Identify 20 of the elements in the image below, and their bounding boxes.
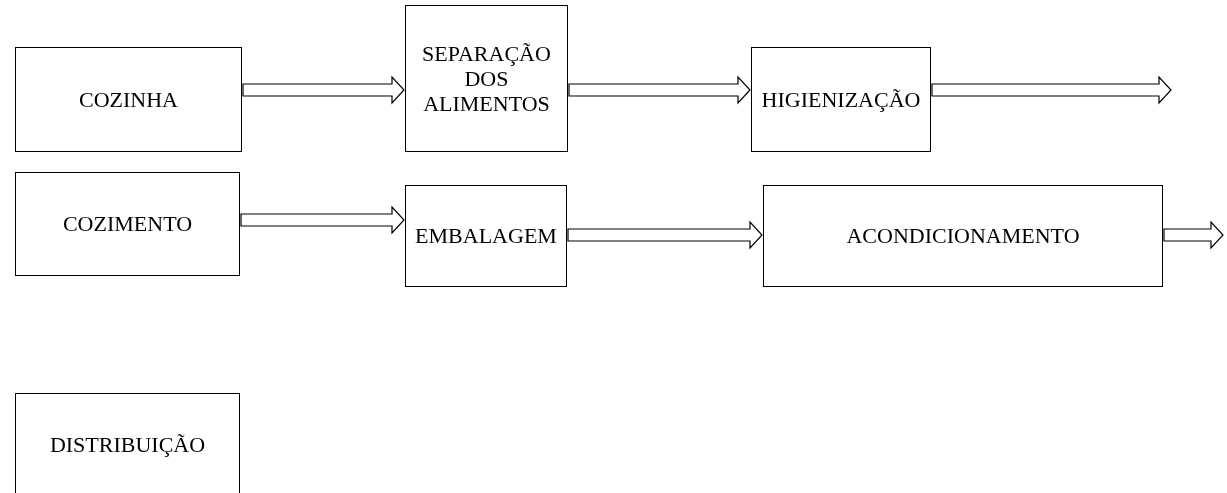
block-arrow (568, 75, 751, 105)
block-arrow (567, 220, 763, 250)
process-box (15, 47, 242, 152)
block-arrow (1163, 220, 1224, 250)
box-label: COZINHA (79, 86, 178, 113)
block-arrow (240, 205, 405, 235)
process-box (405, 185, 567, 287)
box-label: DISTRIBUIÇÃO (49, 431, 206, 458)
block-arrow (931, 75, 1172, 105)
box-label: EMBALAGEM (415, 223, 557, 249)
box-label: COZIMENTO (62, 211, 193, 237)
box-label: HIGIENIZAÇÃO (761, 86, 921, 113)
process-box (15, 172, 240, 276)
process-box (751, 47, 931, 152)
block-arrow (242, 75, 405, 105)
box-label: SEPARAÇÃO DOS ALIMENTOS (421, 40, 552, 117)
process-box (15, 393, 240, 493)
process-box (763, 185, 1163, 287)
box-label: ACONDICIONAMENTO (846, 223, 1080, 249)
process-box (405, 5, 568, 152)
